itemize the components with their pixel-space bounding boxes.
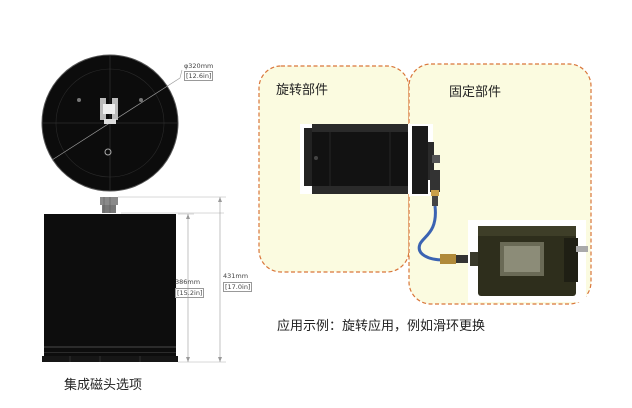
diameter-in-label: [12.6in] — [184, 71, 214, 81]
side-view-body — [44, 214, 176, 362]
diameter-mm-label: φ320mm — [184, 62, 214, 70]
connecting-cable — [417, 205, 466, 262]
height-mm-label: 386mm — [175, 278, 201, 286]
fixed-part-photo — [409, 124, 588, 302]
fixed-head-face — [412, 126, 428, 194]
caption-magnetic-head-option: 集成磁头选项 — [64, 378, 143, 393]
total-height-in-label: [17.0in] — [223, 282, 253, 292]
top-view-drawing — [41, 54, 183, 192]
rotating-part-label: 旋转部件 — [276, 83, 329, 98]
fixed-part-label: 固定部件 — [449, 85, 502, 100]
rotating-head-body — [312, 124, 408, 194]
side-view-drawing — [42, 196, 226, 363]
total-height-mm-label: 431mm — [223, 272, 249, 280]
caption-application-example: 应用示例：旋转应用，例如滑环更换 — [277, 319, 486, 334]
height-in-label: [15.2in] — [175, 288, 205, 298]
rotating-part-photo — [300, 124, 412, 194]
